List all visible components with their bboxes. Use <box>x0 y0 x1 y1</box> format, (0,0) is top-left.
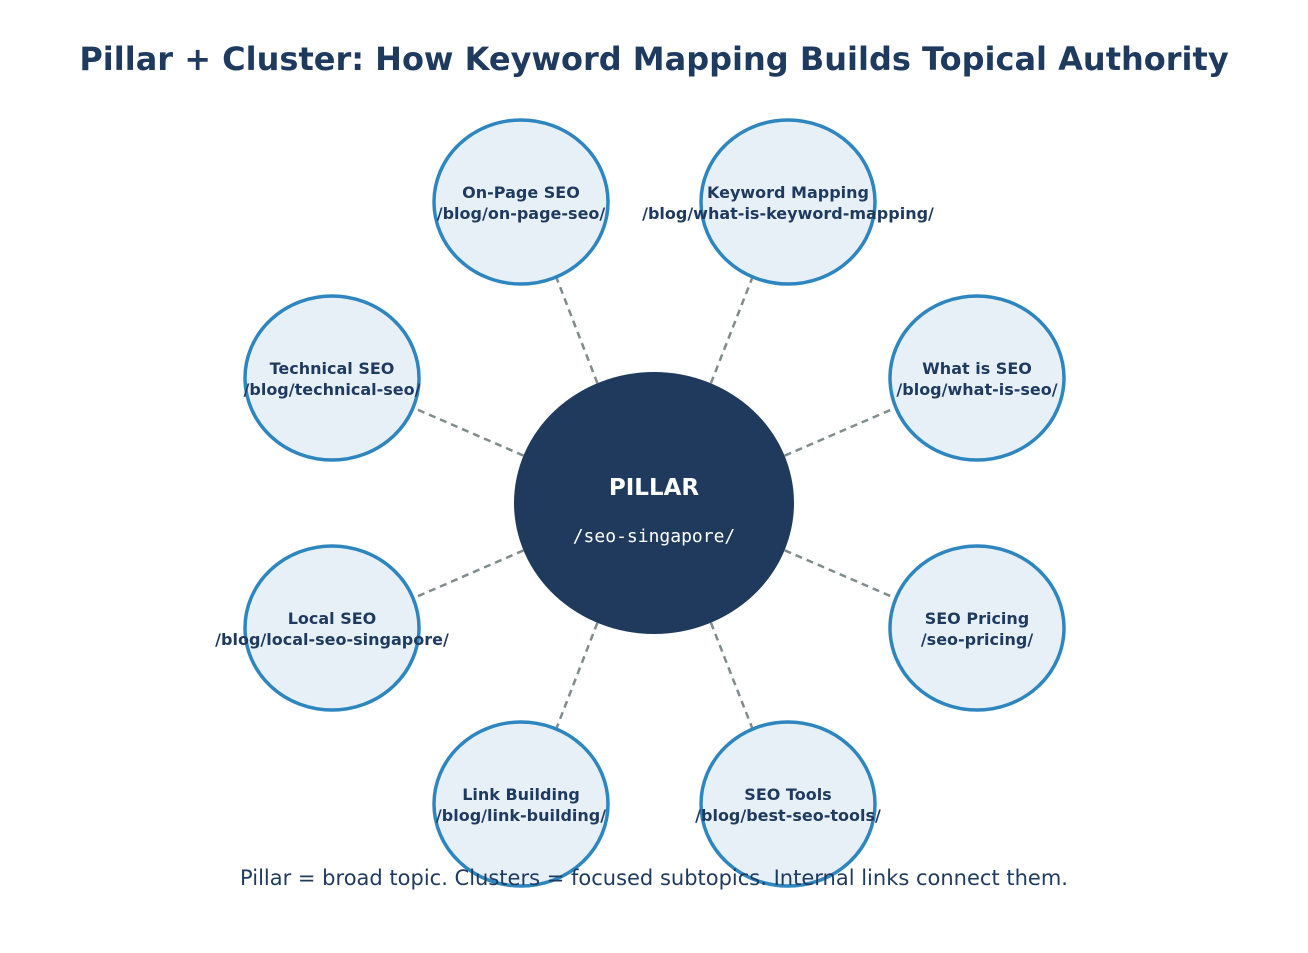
cluster-name: Technical SEO <box>270 359 395 378</box>
pillar-label: PILLAR <box>609 475 700 501</box>
cluster-node-seo-pricing: SEO Pricing/seo-pricing/ <box>888 544 1066 712</box>
cluster-name: What is SEO <box>922 359 1032 378</box>
cluster-circle <box>432 118 610 286</box>
cluster-node-what-is-seo: What is SEO/blog/what-is-seo/ <box>888 294 1066 462</box>
cluster-circle <box>888 544 1066 712</box>
cluster-name: On-Page SEO <box>462 183 580 202</box>
cluster-name: Local SEO <box>288 609 377 628</box>
connector-what-is-seo <box>784 406 897 457</box>
cluster-node-technical-seo: Technical SEO/blog/technical-seo/ <box>243 294 421 462</box>
cluster-url: /blog/local-seo-singapore/ <box>215 630 449 649</box>
diagram-caption: Pillar = broad topic. Clusters = focused… <box>240 866 1068 890</box>
cluster-name: SEO Tools <box>744 785 831 804</box>
cluster-name: Keyword Mapping <box>707 183 869 202</box>
cluster-url: /seo-pricing/ <box>921 630 1033 649</box>
pillar-circle <box>514 372 794 634</box>
cluster-url: /blog/on-page-seo/ <box>437 204 606 223</box>
connector-seo-tools <box>709 622 754 730</box>
cluster-node-local-seo: Local SEO/blog/local-seo-singapore/ <box>215 544 449 712</box>
cluster-url: /blog/best-seo-tools/ <box>695 806 881 825</box>
cluster-circle <box>699 118 877 286</box>
connector-link-building <box>555 622 599 730</box>
cluster-url: /blog/technical-seo/ <box>244 380 421 399</box>
cluster-name: SEO Pricing <box>925 609 1030 628</box>
connector-keyword-mapping <box>709 276 754 384</box>
diagram-title: Pillar + Cluster: How Keyword Mapping Bu… <box>79 40 1228 78</box>
cluster-circle <box>243 544 421 712</box>
cluster-circle <box>243 294 421 462</box>
connector-local-seo <box>412 549 524 600</box>
cluster-circle <box>432 720 610 888</box>
cluster-url: /blog/what-is-keyword-mapping/ <box>642 204 934 223</box>
cluster-name: Link Building <box>462 785 580 804</box>
connector-seo-pricing <box>784 549 897 600</box>
connector-technical-seo <box>412 406 524 457</box>
cluster-nodes: On-Page SEO/blog/on-page-seo/Keyword Map… <box>215 118 1066 888</box>
pillar-url: /seo-singapore/ <box>573 526 736 547</box>
connector-lines <box>412 276 897 730</box>
cluster-circle <box>888 294 1066 462</box>
pillar-node: PILLAR /seo-singapore/ <box>514 372 794 634</box>
cluster-url: /blog/link-building/ <box>436 806 606 825</box>
cluster-node-on-page-seo: On-Page SEO/blog/on-page-seo/ <box>432 118 610 286</box>
connector-on-page-seo <box>555 276 599 384</box>
cluster-circle <box>699 720 877 888</box>
cluster-url: /blog/what-is-seo/ <box>896 380 1057 399</box>
cluster-node-keyword-mapping: Keyword Mapping/blog/what-is-keyword-map… <box>642 118 934 286</box>
cluster-node-link-building: Link Building/blog/link-building/ <box>432 720 610 888</box>
cluster-node-seo-tools: SEO Tools/blog/best-seo-tools/ <box>695 720 881 888</box>
